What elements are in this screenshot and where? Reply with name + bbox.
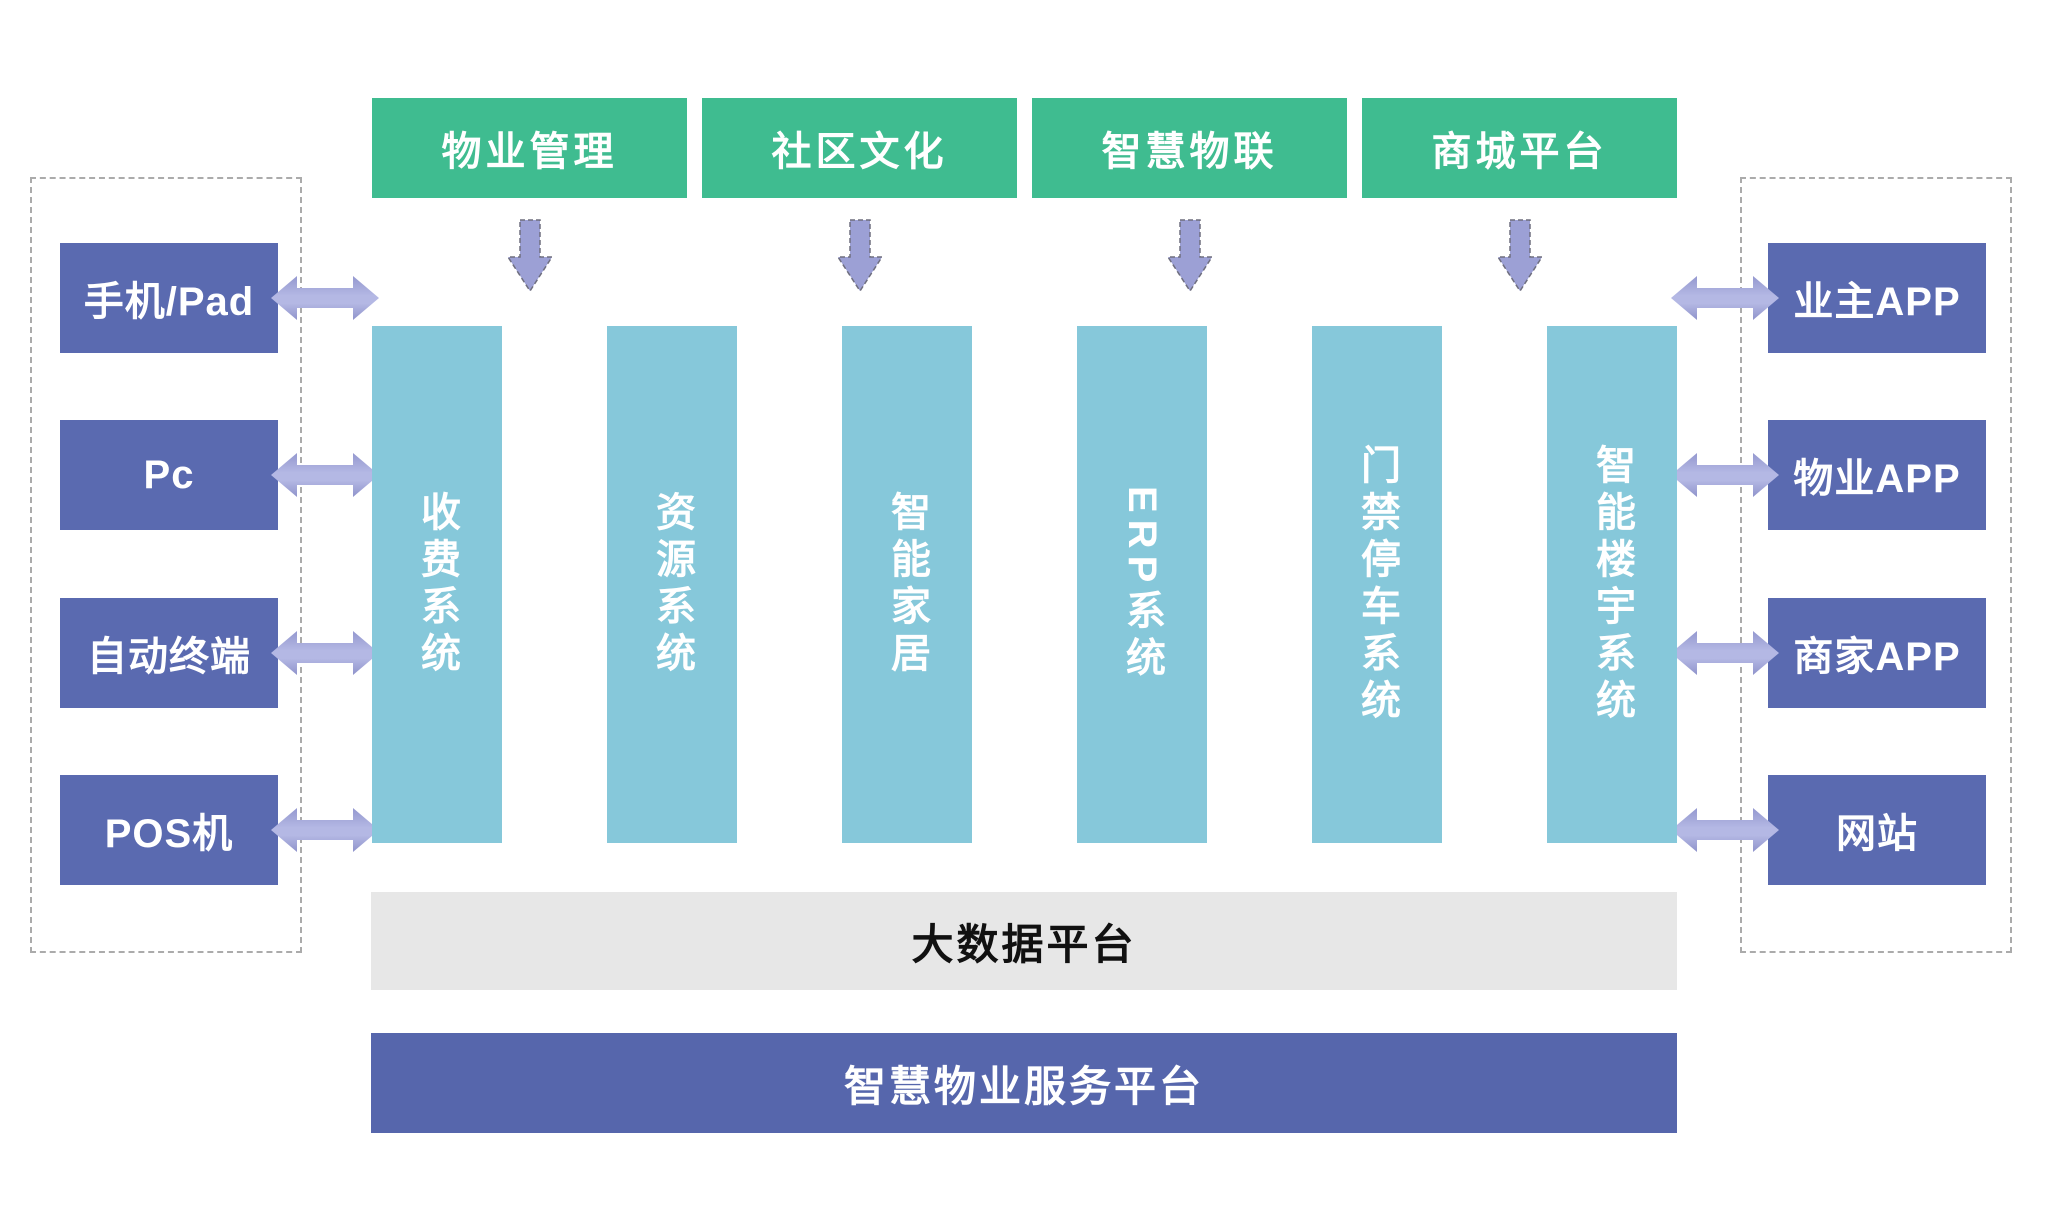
system-label-charging: 收费系统	[415, 490, 459, 679]
big-data-platform-bar: 大数据平台	[371, 892, 1677, 990]
down-arrow-icon	[1497, 219, 1543, 293]
double-arrow-icon	[1671, 276, 1779, 320]
system-column-resource: 资源系统	[607, 326, 737, 843]
service-platform-label: 智慧物业服务平台	[843, 1062, 1204, 1110]
double-arrow-icon	[271, 808, 379, 852]
device-box-auto-terminal: 自动终端	[60, 598, 278, 708]
client-box-property-app: 物业APP	[1768, 420, 1986, 530]
double-arrow-icon	[1671, 631, 1779, 675]
device-box-pc: Pc	[60, 420, 278, 530]
system-label-smart-building: 智能楼宇系统	[1590, 443, 1634, 726]
module-label-smart-iot: 智慧物联	[1101, 130, 1278, 174]
client-box-merchant-app: 商家APP	[1768, 598, 1986, 708]
system-label-smart-home: 智能家居	[885, 490, 929, 679]
system-column-smart-home: 智能家居	[842, 326, 972, 843]
down-arrow-icon	[1167, 219, 1213, 293]
system-column-smart-building: 智能楼宇系统	[1547, 326, 1677, 843]
client-box-website: 网站	[1768, 775, 1986, 885]
module-box-community-culture: 社区文化	[702, 98, 1017, 198]
clients-group-frame	[1740, 177, 2012, 953]
module-box-property-management: 物业管理	[372, 98, 687, 198]
down-arrow-icon	[837, 219, 883, 293]
device-label-mobile-pad: 手机/Pad	[83, 280, 255, 324]
double-arrow-icon	[1671, 808, 1779, 852]
devices-group-frame	[30, 177, 302, 953]
system-label-resource: 资源系统	[650, 490, 694, 679]
module-label-community-culture: 社区文化	[771, 130, 948, 174]
device-label-auto-terminal: 自动终端	[87, 635, 251, 679]
down-arrow-icon	[507, 219, 553, 293]
system-column-charging: 收费系统	[372, 326, 502, 843]
module-label-property-management: 物业管理	[441, 130, 618, 174]
client-label-property-app: 物业APP	[1793, 457, 1961, 501]
double-arrow-icon	[1671, 453, 1779, 497]
system-label-erp: ERP系统	[1120, 485, 1164, 684]
device-box-pos: POS机	[60, 775, 278, 885]
system-column-access-parking: 门禁停车系统	[1312, 326, 1442, 843]
double-arrow-icon	[271, 631, 379, 675]
module-label-mall-platform: 商城平台	[1431, 130, 1608, 174]
module-box-mall-platform: 商城平台	[1362, 98, 1677, 198]
double-arrow-icon	[271, 453, 379, 497]
device-label-pos: POS机	[104, 812, 234, 856]
module-box-smart-iot: 智慧物联	[1032, 98, 1347, 198]
client-label-owner-app: 业主APP	[1793, 280, 1961, 324]
system-column-erp: ERP系统	[1077, 326, 1207, 843]
system-label-access-parking: 门禁停车系统	[1355, 443, 1399, 726]
client-label-merchant-app: 商家APP	[1793, 635, 1961, 679]
service-platform-bar: 智慧物业服务平台	[371, 1033, 1677, 1133]
device-box-mobile-pad: 手机/Pad	[60, 243, 278, 353]
device-label-pc: Pc	[143, 452, 195, 497]
double-arrow-icon	[271, 276, 379, 320]
client-label-website: 网站	[1836, 812, 1918, 856]
big-data-platform-label: 大数据平台	[911, 920, 1137, 968]
client-box-owner-app: 业主APP	[1768, 243, 1986, 353]
